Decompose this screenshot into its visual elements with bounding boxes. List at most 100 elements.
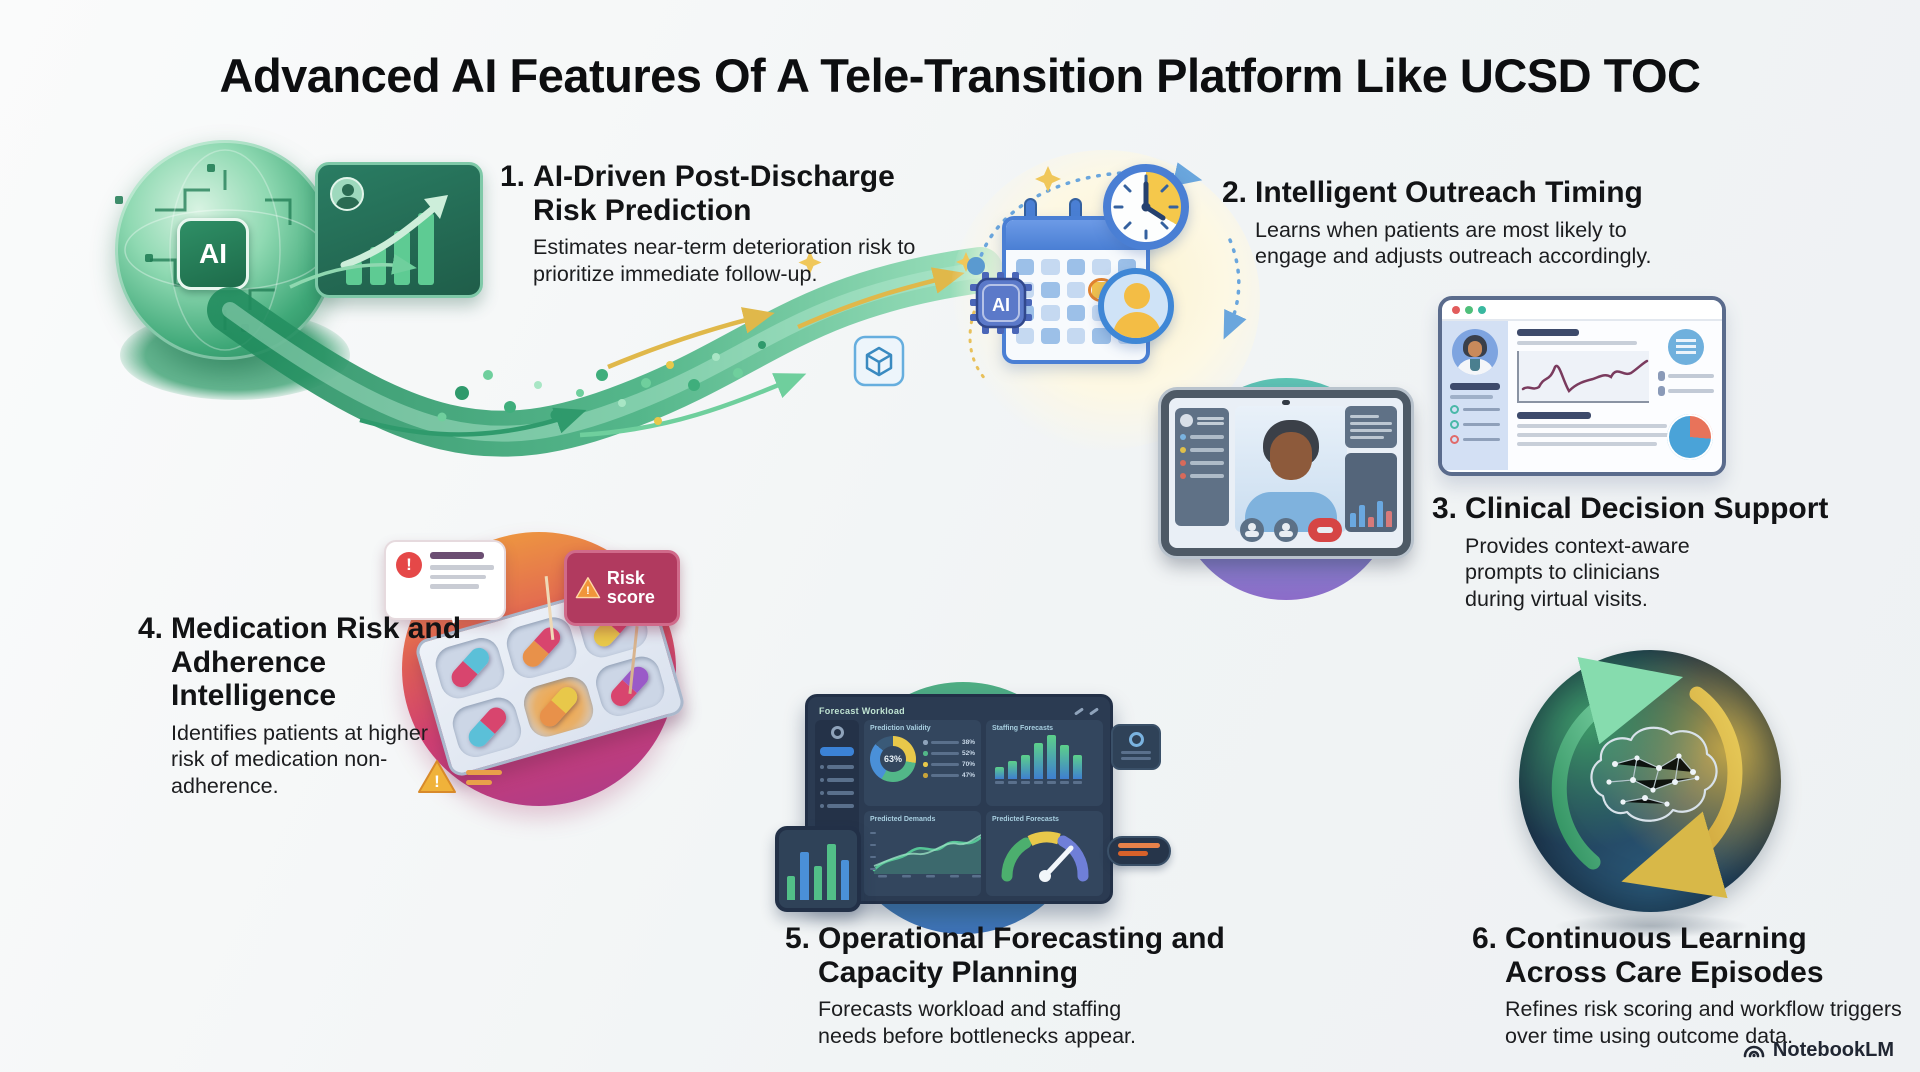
feature-number: 2.	[1222, 176, 1248, 209]
circle-shadow	[1553, 914, 1749, 938]
minimize-dot-icon[interactable]	[1465, 305, 1473, 314]
vitals-bar-chart	[1345, 452, 1397, 532]
clinician-sidebar	[1442, 321, 1508, 470]
warning-triangle-icon: !	[418, 760, 456, 793]
learning-cycle-circle	[1519, 650, 1781, 912]
feature-4-block: 4. Medication Risk and Adherence Intelli…	[138, 612, 471, 800]
sparkle-icon	[798, 251, 822, 274]
alert-speech-bubble: !	[384, 540, 506, 620]
side-widgets	[1658, 329, 1714, 401]
gear-icon	[1128, 732, 1144, 747]
risk-score-label: Risk score	[606, 568, 655, 607]
dashboard-title: Forecast Workload	[819, 706, 905, 716]
call-sidebar	[1175, 408, 1229, 526]
feature-2-block: 2. Intelligent Outreach Timing Learns wh…	[1222, 176, 1685, 270]
feature-title: Continuous Learning Across Care Episodes	[1505, 922, 1824, 989]
mic-button[interactable]	[1274, 518, 1298, 542]
medication-illustration: ! ! Risk score !	[370, 520, 720, 820]
participant-button[interactable]	[1240, 518, 1264, 542]
clock-icon	[1103, 164, 1189, 250]
svg-text:AI: AI	[992, 295, 1010, 315]
calendar-illustration: AI	[940, 140, 1270, 470]
missed-dose-cell	[519, 672, 598, 741]
watermark: NotebookLM	[1742, 1038, 1894, 1062]
alert-tooltip-chip	[1107, 836, 1171, 866]
window-titlebar	[1442, 300, 1722, 321]
video-call-illustration	[1155, 368, 1417, 618]
feature-number: 3.	[1432, 492, 1458, 525]
summary-section	[1517, 412, 1713, 460]
feature-title: Operational Forecasting and Capacity Pla…	[818, 922, 1225, 989]
mini-bar-chart-card	[775, 826, 861, 912]
feature-description: Estimates near-term deterioration risk t…	[533, 235, 916, 286]
staffing-forecast-card: Staffing Forecasts	[986, 720, 1103, 806]
feature-title: Medication Risk and Adherence Intelligen…	[171, 612, 462, 713]
settings-callout-chip	[1111, 724, 1161, 770]
feature-description: Identifies patients at higher risk of me…	[171, 720, 429, 799]
analytics-card	[315, 162, 483, 298]
patient-video-feed	[1235, 406, 1347, 532]
donut-chart: 63%	[870, 736, 916, 782]
feature-3-block: 3. Clinical Decision Support Provides co…	[1432, 492, 1828, 613]
close-dot-icon[interactable]	[1452, 305, 1460, 314]
watermark-label: NotebookLM	[1772, 1038, 1894, 1061]
gauge-card: Predicted Forecasts	[986, 810, 1103, 896]
feature-description: Provides context-aware prompts to clinic…	[1465, 533, 1690, 611]
ai-chip: AI	[970, 272, 1032, 334]
ai-chip: AI	[177, 218, 249, 290]
staffing-bar-chart	[992, 735, 1097, 779]
feature-number: 6.	[1472, 922, 1498, 955]
feature-number: 1.	[500, 160, 526, 193]
chart-content	[1508, 321, 1722, 470]
feature-description: Refines risk scoring and workflow trigge…	[1505, 997, 1902, 1048]
feature-description: Learns when patients are most likely to …	[1255, 217, 1652, 269]
notes-blob-icon	[1668, 329, 1704, 365]
cycle-arrows	[1551, 657, 1743, 899]
notebooklm-logo-icon	[1743, 1045, 1765, 1058]
call-controls	[1235, 518, 1347, 542]
doctor-avatar	[1452, 329, 1498, 375]
dots-cluster	[437, 341, 766, 425]
donut-legend: 38% 52% 70% 47%	[923, 735, 975, 783]
continuous-learning-illustration	[1505, 642, 1795, 942]
app-logo-icon	[830, 726, 844, 739]
call-notes-panel	[1345, 406, 1397, 532]
feature-5-block: 5. Operational Forecasting and Capacity …	[785, 922, 1238, 1050]
feature-number: 5.	[785, 922, 811, 955]
dashed-arrows	[956, 162, 1247, 382]
trend-line-chart	[1517, 351, 1649, 403]
svg-text:!: !	[434, 772, 440, 791]
feature-title: Intelligent Outreach Timing	[1255, 176, 1643, 209]
warning-triangle-icon: !	[575, 577, 601, 599]
feature-1-block: 1. AI-Driven Post-Discharge Risk Predict…	[500, 160, 953, 288]
feature-description: Forecasts workload and staffing needs be…	[818, 997, 1136, 1048]
feature-6-block: 6. Continuous Learning Across Care Episo…	[1472, 922, 1920, 1050]
forecast-dashboard-illustration: Forecast Workload Prediction Validity	[775, 678, 1175, 943]
prediction-validity-card: Prediction Validity 63% 38% 52% 70% 47%	[864, 720, 981, 806]
feature-number: 4.	[138, 612, 164, 645]
warning-note: !	[416, 758, 502, 796]
maximize-dot-icon[interactable]	[1478, 305, 1486, 314]
page-title: Advanced AI Features Of A Tele-Transitio…	[219, 49, 1702, 102]
forecast-gauge	[1000, 831, 1089, 882]
pie-chart-icon	[1667, 414, 1713, 460]
cube-chip-icon	[853, 335, 905, 387]
clinical-dashboard-window	[1438, 296, 1726, 476]
active-nav-item[interactable]	[820, 747, 854, 756]
toolbar-icons	[1074, 706, 1099, 716]
alert-exclamation-icon: !	[396, 552, 422, 578]
end-call-button[interactable]	[1308, 518, 1342, 542]
forecast-dashboard: Forecast Workload Prediction Validity	[805, 694, 1113, 904]
patient-avatar-icon	[1098, 268, 1174, 344]
risk-score-badge: ! Risk score	[564, 550, 680, 626]
patient-avatar-icon	[330, 177, 364, 211]
predicted-demand-card: Predicted Demands	[864, 810, 981, 896]
demand-area-chart	[870, 831, 981, 877]
brain-network-icon	[1590, 726, 1718, 822]
ai-globe: AI	[115, 140, 335, 360]
feature-title: Clinical Decision Support	[1465, 492, 1829, 525]
video-call-tablet	[1161, 390, 1411, 556]
svg-text:!: !	[586, 585, 590, 597]
feature-title: AI-Driven Post-Discharge Risk Prediction	[533, 160, 895, 227]
